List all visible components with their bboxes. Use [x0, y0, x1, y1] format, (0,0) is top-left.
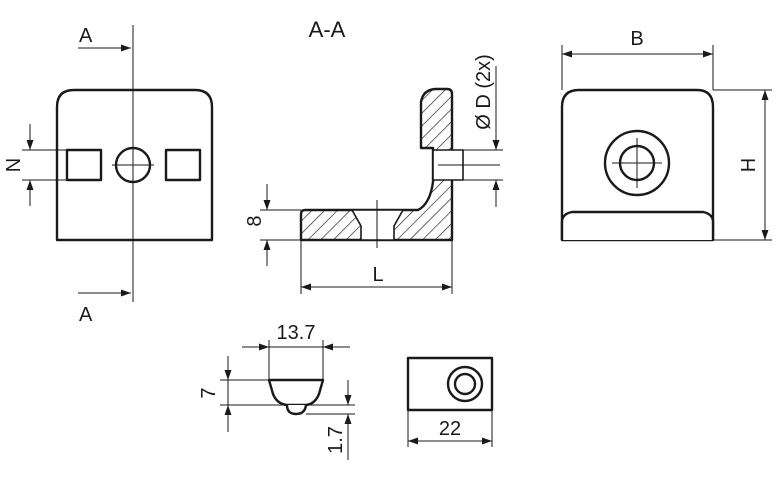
- dim-d-label: Ø D (2x): [473, 54, 495, 130]
- section-marker-bottom: A: [79, 304, 93, 326]
- slot-left: [65, 148, 103, 182]
- nut-thread-inner: [453, 372, 477, 396]
- nut-top-view: 22: [406, 356, 494, 447]
- dim-h-label: H: [738, 158, 760, 172]
- nut-profile-tip: [285, 404, 308, 416]
- dim-17-label: 1.7: [325, 426, 347, 454]
- dim-7-label: 7: [198, 387, 220, 398]
- section-marker-top: A: [79, 25, 93, 47]
- dim-13-label: 13.7: [277, 322, 316, 344]
- dim-8-label: 8: [244, 215, 266, 226]
- dim-22-label: 22: [439, 418, 461, 440]
- dim-b-label: B: [630, 28, 643, 50]
- section-body-hatched: [299, 87, 454, 242]
- slot-right: [164, 148, 202, 182]
- section-view: A-A 8 L Ø D (2x): [244, 17, 503, 294]
- dim-l-label: L: [372, 264, 383, 286]
- nut-profile-view: 13.7 7 1.7: [198, 322, 355, 460]
- front-view: A A N: [3, 25, 214, 326]
- side-view: B H: [560, 28, 772, 242]
- dim-n-label: N: [3, 158, 25, 172]
- section-title: A-A: [309, 17, 346, 42]
- side-view-lower-edge: [560, 210, 715, 240]
- nut-profile-outline: [267, 378, 325, 407]
